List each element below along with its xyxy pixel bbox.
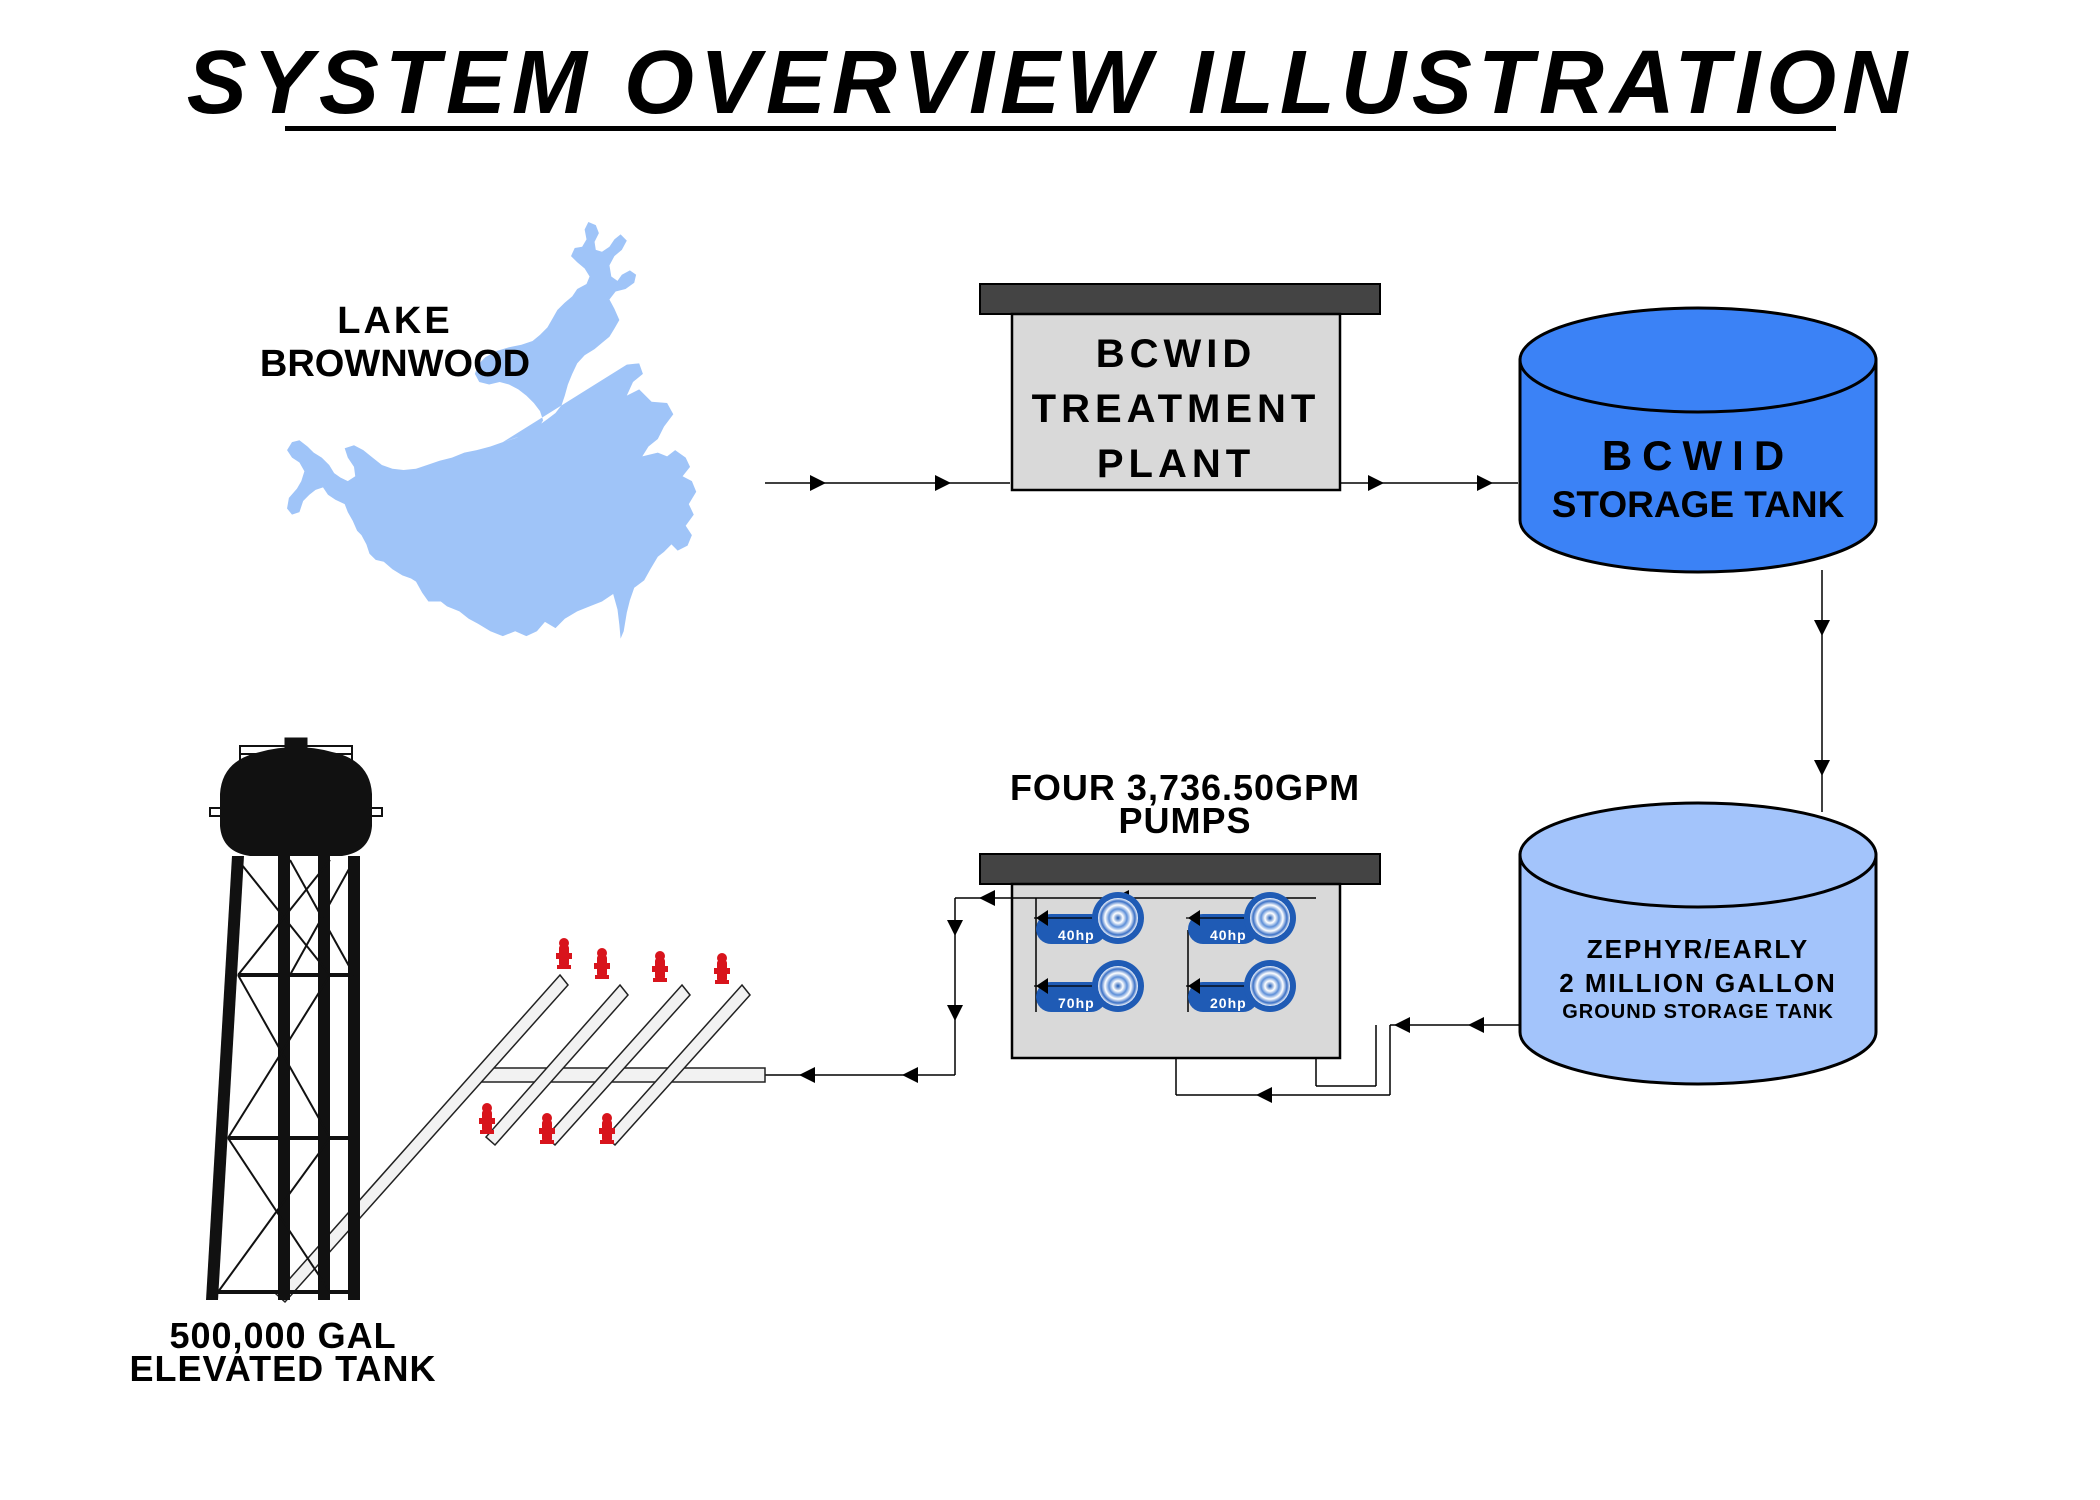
plant-label-line1: BCWID [1096,332,1257,376]
ground-tank-label-line1: ZEPHYR/EARLY [1587,934,1809,964]
flow-arrow [1814,620,1830,636]
fire-hydrant-icon [652,951,668,982]
ground-storage-tank [1518,801,1878,1086]
fire-hydrant-icon [594,948,610,979]
plant-label-line3: PLANT [1097,442,1255,486]
pumps-label-line1: FOUR 3,736.50GPM [1010,767,1360,808]
flow-arrow [1468,1017,1484,1033]
flow-arrow [810,475,826,491]
pump-hp-label: 40hp [1210,927,1247,943]
elevated-tank-label-line1: 500,000 GAL [169,1315,396,1356]
flow-arrow [1394,1017,1410,1033]
storage-label-line2: STORAGE TANK [1552,484,1845,525]
flow-arrow [1814,760,1830,776]
elevated-tank [206,737,383,1300]
flow-arrow [947,1005,963,1021]
flow-arrow [902,1067,918,1083]
flow-arrow [979,890,995,906]
lake-label-line1: LAKE [337,300,452,342]
lake-shape [287,222,697,639]
page-title: SYSTEM OVERVIEW ILLUSTRATION [186,33,1914,133]
flow-arrow [799,1067,815,1083]
ground-tank-label-line2: 2 MILLION GALLON [1559,968,1837,998]
pump-hp-label: 70hp [1058,995,1095,1011]
fire-hydrant-icon [479,1103,495,1134]
storage-tank [1518,306,1878,574]
pump-1 [1034,892,1144,944]
pump-hp-label: 20hp [1210,995,1247,1011]
fire-hydrant-icon [539,1113,555,1144]
flow-arrow [1477,475,1493,491]
lake-label-line2: BROWNWOOD [260,343,530,385]
pump-4 [1186,960,1296,1012]
flow-arrow [935,475,951,491]
fire-hydrant-icon [556,938,572,969]
elevated-tank-label-line2: ELEVATED TANK [130,1348,437,1389]
fire-hydrant-icon [714,953,730,984]
storage-label-line1: BCWID [1602,432,1794,479]
plant-label-line2: TREATMENT [1032,387,1321,431]
fire-hydrant-icon [599,1113,615,1144]
title-underline [285,126,1836,131]
flow-arrow [1256,1087,1272,1103]
pump-house-roof [979,853,1381,885]
pump-2 [1034,960,1144,1012]
pumps-label-line2: PUMPS [1118,800,1251,841]
pump-hp-label: 40hp [1058,927,1095,943]
flow-arrow [947,920,963,936]
flow-arrow [1368,475,1384,491]
pump-3 [1186,892,1296,944]
treatment-plant-box [1010,312,1342,492]
plant-roof [979,283,1381,315]
ground-tank-label-line3: GROUND STORAGE TANK [1562,1001,1834,1023]
